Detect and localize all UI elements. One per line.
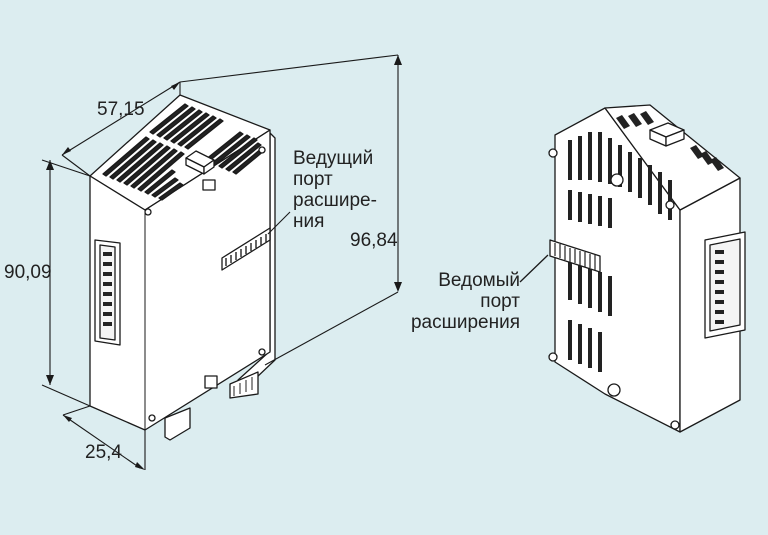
total-height-dimension-label: 96,84 bbox=[350, 230, 398, 251]
slave-port-label-line3: расширения bbox=[410, 312, 520, 333]
rear-module-terminal-block bbox=[704, 231, 746, 339]
front-module-din-clip bbox=[164, 407, 191, 441]
rear-module-top-face bbox=[604, 104, 741, 211]
width-dimension-line bbox=[61, 81, 181, 156]
slave-port-label-line1: Ведомый bbox=[438, 270, 520, 291]
rear-module-vents bbox=[568, 132, 672, 372]
master-port-connector bbox=[221, 227, 271, 271]
depth-dimension-label: 25,4 bbox=[85, 442, 122, 463]
master-port-label-line4: ния bbox=[293, 211, 325, 232]
slave-port-label-line2: порт bbox=[480, 291, 520, 312]
rear-module-standoffs bbox=[548, 148, 680, 430]
master-port-label: Ведущий порт расшире- ния bbox=[293, 148, 377, 232]
front-module bbox=[89, 94, 276, 441]
master-port-label-line2: порт bbox=[293, 169, 333, 190]
front-module-top-vents bbox=[102, 103, 266, 201]
master-port-label-line3: расшире- bbox=[293, 190, 377, 211]
front-module-terminal-block bbox=[94, 239, 121, 346]
dimension-lines bbox=[41, 54, 402, 470]
slave-port-label: Ведомый порт расширения bbox=[380, 270, 520, 333]
rear-module bbox=[519, 104, 746, 433]
width-dimension-label: 57,15 bbox=[97, 99, 145, 120]
master-port-label-line1: Ведущий bbox=[293, 148, 374, 169]
slave-port-connector bbox=[549, 239, 601, 273]
height-dimension-label: 90,09 bbox=[4, 262, 52, 283]
depth-dimension-line bbox=[62, 414, 141, 469]
